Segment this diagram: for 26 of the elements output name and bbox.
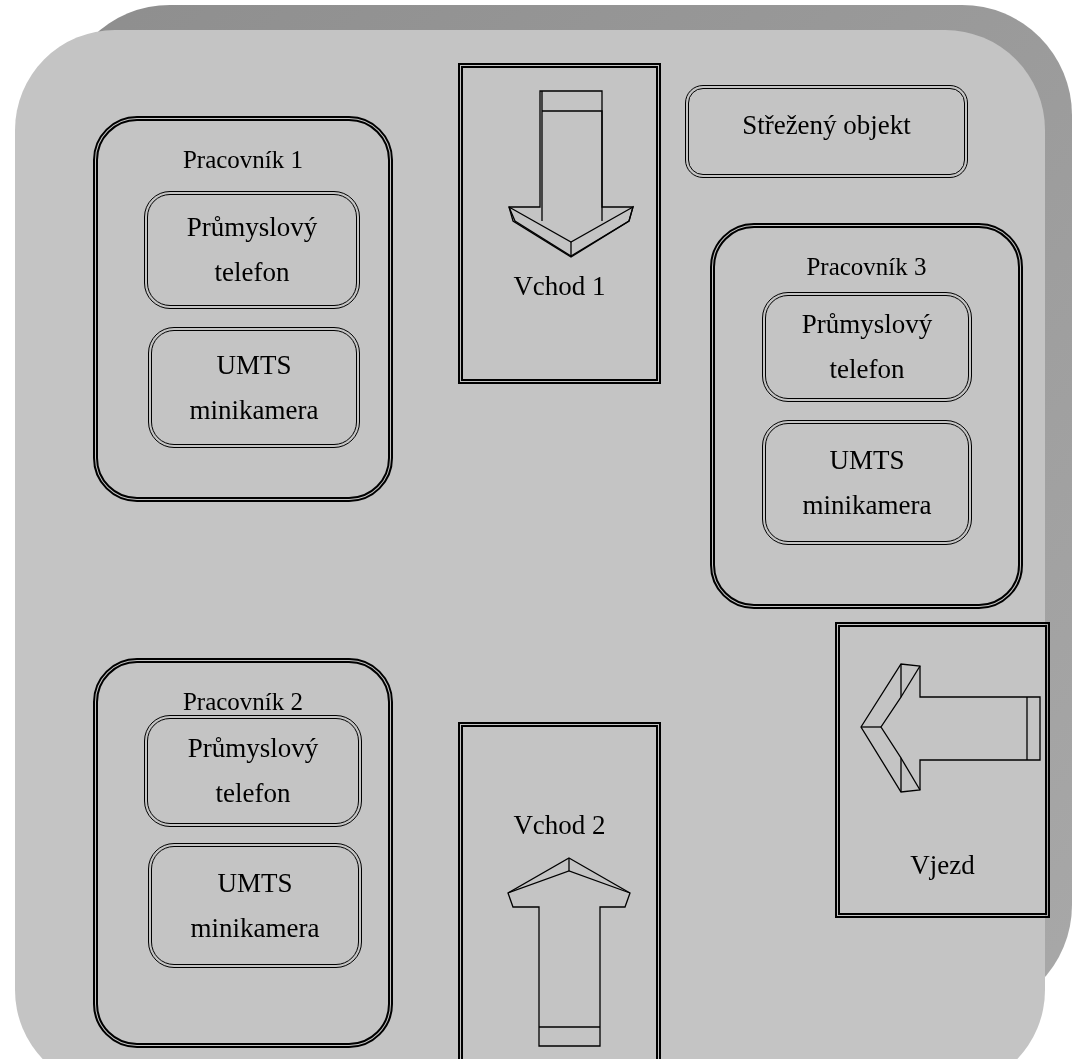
device-label: UMTS minikamera	[188, 348, 320, 427]
device-label: Průmyslový telefon	[800, 308, 934, 386]
worker-group-box	[93, 658, 393, 1048]
device-box	[148, 327, 360, 448]
device-box	[144, 715, 362, 827]
device-label: Průmyslový telefon	[186, 732, 320, 810]
entrance-label: Vchod 1	[513, 273, 606, 300]
entrance-box	[458, 63, 661, 384]
device-label: UMTS minikamera	[801, 443, 933, 522]
object-box	[685, 85, 968, 178]
entrance-box	[458, 722, 661, 1059]
device-box	[762, 420, 972, 545]
entrance-box	[835, 622, 1050, 918]
entrance-label: Vchod 2	[513, 812, 606, 839]
group-heading: Pracovník 1	[182, 147, 304, 172]
device-box	[762, 292, 972, 402]
group-heading: Pracovník 2	[182, 689, 304, 714]
entrance-label: Vjezd	[910, 852, 975, 879]
worker-group-box	[710, 223, 1023, 609]
device-box	[148, 843, 362, 968]
device-label: Střežený objekt	[741, 109, 912, 142]
group-heading: Pracovník 3	[806, 254, 927, 279]
device-label: Průmyslový telefon	[185, 211, 319, 289]
device-label: UMTS minikamera	[189, 866, 321, 945]
worker-group-box	[93, 116, 393, 502]
device-box	[144, 191, 360, 309]
